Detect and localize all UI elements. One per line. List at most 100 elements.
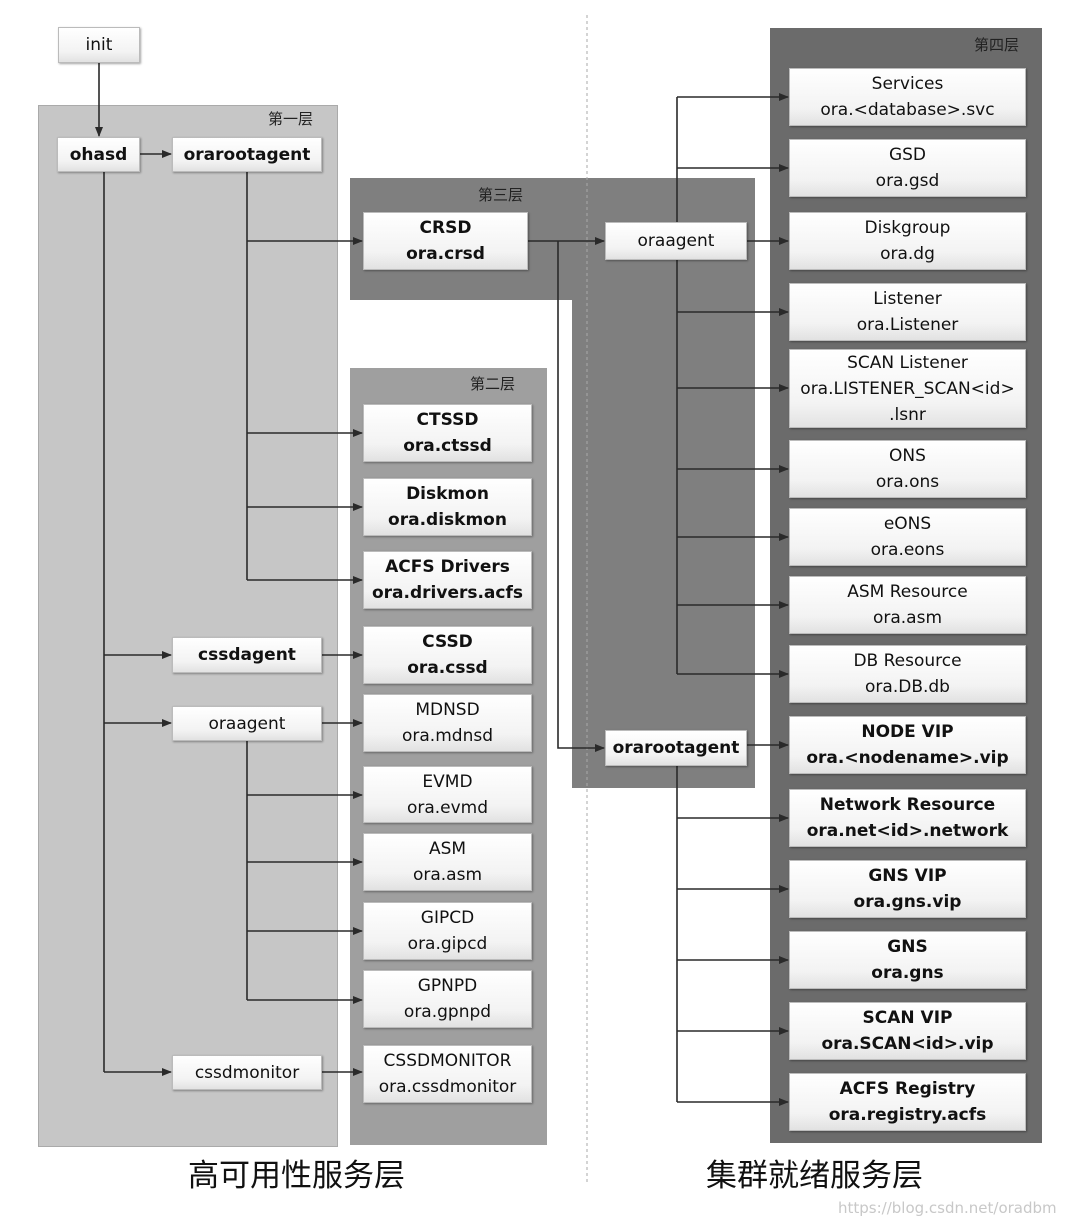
node-acfs-drivers: ACFS Drivers ora.drivers.acfs [363, 551, 532, 609]
node-cssdagent: cssdagent [172, 637, 322, 673]
node-text-line: ohasd [69, 144, 128, 165]
node-text-line: ora.gns.vip [853, 892, 962, 912]
node-ons: ONS ora.ons [789, 440, 1026, 498]
node-scan-listener: SCAN Listener ora.LISTENER_SCAN<id> .lsnr [789, 349, 1026, 428]
caption-cluster-ready-services: 集群就绪服务层 [706, 1158, 923, 1194]
node-text-line: eONS [883, 514, 932, 534]
layer3-label: 第三层 [478, 186, 524, 204]
node-text-line: ora.Listener [856, 315, 959, 335]
node-node-vip: NODE VIP ora.<nodename>.vip [789, 716, 1026, 774]
node-gpnpd: GPNPD ora.gpnpd [363, 970, 532, 1028]
node-text-line: ora.evmd [406, 797, 489, 818]
node-text-line: SCAN VIP [862, 1008, 953, 1028]
node-text-line: ora.<database>.svc [820, 100, 995, 120]
node-orarootagent-layer3: orarootagent [605, 730, 747, 766]
node-text-line: orarootagent [612, 738, 740, 758]
node-text-line: ora.cssdmonitor [378, 1077, 517, 1097]
node-text-line: ora.drivers.acfs [371, 583, 523, 603]
node-text-line: Services [871, 74, 944, 94]
node-text-line: MDNSD [415, 700, 480, 720]
node-text-line: ora.asm [412, 865, 483, 885]
node-text-line: ONS [889, 446, 926, 466]
node-text-line: orarootagent [183, 144, 311, 165]
node-text-line: ora.<nodename>.vip [806, 748, 1009, 768]
node-network-resource: Network Resource ora.net<id>.network [789, 789, 1026, 847]
node-text-line: ora.asm [872, 608, 943, 628]
node-text-line: init [85, 35, 113, 55]
node-text-line: ora.ctssd [403, 436, 492, 456]
node-text-line: ora.eons [870, 540, 945, 560]
layer1-panel [38, 105, 338, 1147]
node-acfs-registry: ACFS Registry ora.registry.acfs [789, 1073, 1026, 1131]
caption-high-availability-services: 高可用性服务层 [188, 1158, 405, 1194]
node-asm-resource: ASM Resource ora.asm [789, 576, 1026, 634]
node-text-line: ora.net<id>.network [806, 821, 1009, 841]
node-text-line: ora.gns [871, 963, 944, 983]
node-text-line: EVMD [422, 771, 473, 792]
node-text-line: ora.diskmon [388, 510, 507, 530]
node-text-line: DB Resource [853, 651, 962, 671]
node-text-line: ora.mdnsd [402, 726, 493, 746]
node-text-line: GIPCD [420, 908, 475, 928]
node-text-line: Network Resource [819, 795, 996, 815]
node-text-line: cssdagent [198, 645, 296, 665]
node-scan-vip: SCAN VIP ora.SCAN<id>.vip [789, 1002, 1026, 1060]
layer1-label: 第一层 [268, 110, 314, 128]
node-db-resource: DB Resource ora.DB.db [789, 645, 1026, 703]
node-listener: Listener ora.Listener [789, 283, 1026, 341]
node-text-line: CSSDMONITOR [383, 1051, 512, 1071]
node-text-line: ora.SCAN<id>.vip [821, 1034, 994, 1054]
node-mdnsd: MDNSD ora.mdnsd [363, 694, 532, 752]
node-text-line: ora.DB.db [865, 677, 950, 697]
node-text-line: ora.gsd [875, 171, 940, 191]
layer2-label: 第二层 [470, 375, 516, 393]
node-text-line: ACFS Drivers [385, 557, 510, 577]
node-text-line: ora.cssd [407, 658, 488, 678]
node-eons: eONS ora.eons [789, 508, 1026, 566]
node-text-line: ASM [428, 839, 467, 859]
node-cssdmonitor: cssdmonitor [172, 1055, 322, 1090]
node-text-line: ora.gpnpd [403, 1002, 492, 1022]
node-ohasd: ohasd [57, 137, 140, 172]
node-text-line: CTSSD [416, 410, 479, 430]
node-text-line: SCAN Listener [847, 352, 968, 373]
node-text-line: ora.ons [875, 472, 940, 492]
node-text-line: .lsnr [889, 404, 926, 425]
node-text-line: NODE VIP [861, 722, 954, 742]
node-gns-vip: GNS VIP ora.gns.vip [789, 860, 1026, 918]
node-asm: ASM ora.asm [363, 833, 532, 891]
node-text-line: ora.registry.acfs [828, 1105, 987, 1125]
node-text-line: Diskmon [406, 484, 489, 504]
node-oraagent-layer1: oraagent [172, 706, 322, 741]
node-text-line: GNS [887, 937, 928, 957]
node-diskmon: Diskmon ora.diskmon [363, 478, 532, 536]
node-evmd: EVMD ora.evmd [363, 766, 532, 823]
node-text-line: ACFS Registry [839, 1079, 976, 1099]
node-text-line: ora.LISTENER_SCAN<id> [800, 378, 1015, 399]
node-text-line: oraagent [637, 231, 715, 251]
node-services: Services ora.<database>.svc [789, 68, 1026, 126]
node-text-line: ora.crsd [406, 244, 485, 264]
node-ctssd: CTSSD ora.ctssd [363, 404, 532, 462]
node-cssd: CSSD ora.cssd [363, 626, 532, 684]
layer4-label: 第四层 [974, 36, 1020, 54]
node-cssdmonitor-resource: CSSDMONITOR ora.cssdmonitor [363, 1045, 532, 1103]
node-text-line: CRSD [419, 218, 472, 238]
node-gns: GNS ora.gns [789, 931, 1026, 989]
node-text-line: GNS VIP [868, 866, 947, 886]
node-gsd: GSD ora.gsd [789, 139, 1026, 197]
node-crsd: CRSD ora.crsd [363, 212, 528, 270]
node-text-line: Listener [873, 289, 942, 309]
node-text-line: CSSD [422, 632, 473, 652]
layer3-panel-extension [572, 300, 755, 788]
node-text-line: GPNPD [417, 976, 478, 996]
node-text-line: cssdmonitor [194, 1062, 300, 1083]
node-text-line: ASM Resource [847, 582, 968, 602]
node-init: init [58, 27, 140, 63]
node-text-line: GSD [888, 145, 927, 165]
node-text-line: ora.dg [880, 244, 935, 264]
